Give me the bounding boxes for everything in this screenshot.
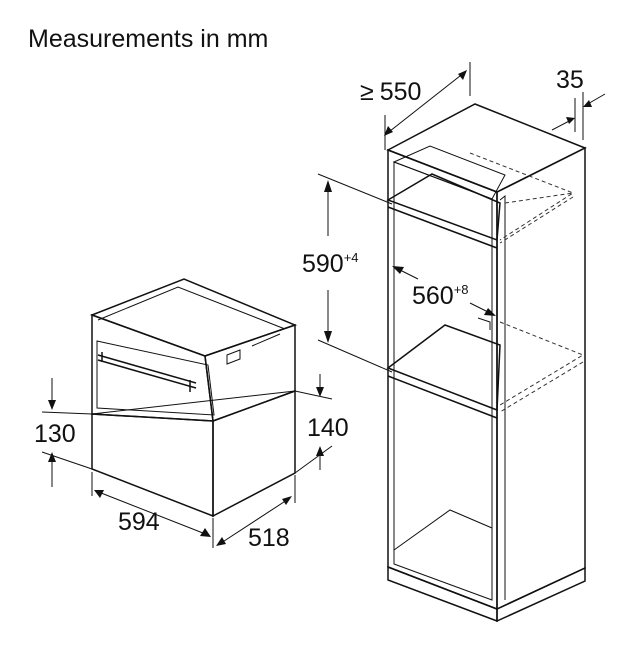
hidden-edge-upper bbox=[469, 152, 575, 241]
appliance-drawing bbox=[89, 278, 298, 518]
arrow-down-icon bbox=[48, 400, 56, 410]
dim-560-tolerance: +8 bbox=[454, 282, 469, 297]
appliance-side-face bbox=[204, 323, 296, 423]
appliance-top-ledge bbox=[97, 286, 286, 330]
dim-518-label: 518 bbox=[248, 524, 290, 552]
arrow-down-icon bbox=[316, 387, 324, 397]
arrow-left-icon bbox=[94, 490, 104, 498]
appliance-dimensions: 130 140 594 518 bbox=[34, 374, 349, 552]
appliance-top-face bbox=[89, 278, 298, 357]
arrow-right-icon bbox=[200, 528, 211, 537]
dim-550-value: 550 bbox=[380, 78, 422, 106]
cabinet-drawing bbox=[386, 103, 587, 623]
dim-560-value: 560 bbox=[412, 282, 454, 310]
cabinet-plinth-front bbox=[387, 565, 498, 623]
dim-140-label: 140 bbox=[307, 414, 349, 442]
arrow-up-icon bbox=[48, 452, 56, 462]
arrow-right-icon bbox=[484, 308, 496, 316]
arrow-right-icon bbox=[566, 117, 575, 124]
dim-590-value: 590 bbox=[302, 250, 344, 278]
drawer-front-face bbox=[91, 413, 214, 518]
cabinet-shelf-lower bbox=[386, 324, 501, 412]
appliance-door-panel bbox=[96, 340, 215, 416]
appliance-front-face bbox=[91, 313, 214, 422]
dim-590-label: 590+4 bbox=[302, 250, 359, 278]
cabinet-shelf-upper bbox=[386, 173, 501, 242]
dim-550-label: ≥550 bbox=[360, 78, 421, 106]
dim-550-prefix: ≥ bbox=[360, 78, 374, 106]
cabinet-front-frame bbox=[387, 148, 498, 611]
dim-560-label: 560+8 bbox=[412, 282, 469, 310]
arrow-right-icon bbox=[282, 496, 292, 505]
dim-590-tolerance: +4 bbox=[344, 250, 359, 265]
cabinet-top bbox=[386, 103, 587, 193]
cabinet-dimensions: ≥550 35 590+4 560+8 bbox=[302, 62, 606, 373]
arrow-down-icon bbox=[324, 331, 332, 343]
arrow-left-icon bbox=[384, 126, 393, 136]
arrow-left-icon bbox=[216, 537, 226, 546]
dim-35-label: 35 bbox=[556, 66, 584, 94]
diagram-title: Measurements in mm bbox=[28, 25, 268, 53]
hidden-edge-lower bbox=[499, 321, 585, 406]
arrow-left-icon bbox=[392, 266, 404, 274]
dim-594-label: 594 bbox=[118, 508, 160, 536]
appliance-side-detail bbox=[226, 349, 241, 365]
dim-130-label: 130 bbox=[34, 420, 76, 448]
arrow-right-icon bbox=[458, 70, 467, 80]
arrow-up-icon bbox=[324, 180, 332, 192]
arrow-left-icon bbox=[583, 100, 592, 107]
drawer-side-face bbox=[212, 389, 296, 518]
appliance-handle bbox=[97, 354, 197, 384]
